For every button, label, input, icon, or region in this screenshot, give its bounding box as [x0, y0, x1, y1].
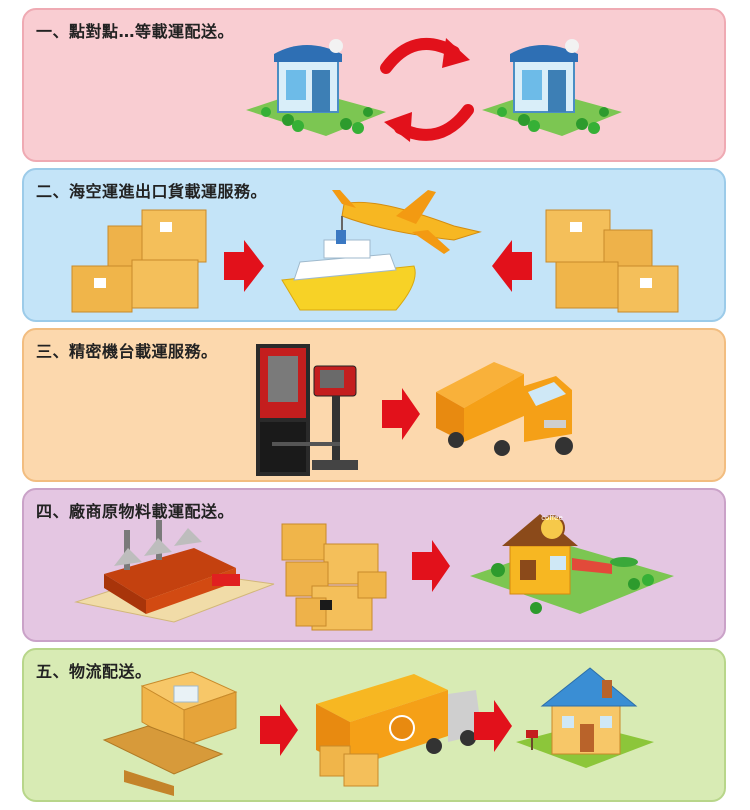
coffee-shop-icon: coffee [470, 514, 674, 614]
open-box-icon [102, 671, 238, 796]
delivery-truck-icon [436, 362, 573, 456]
cnc-machine-icon [256, 344, 358, 476]
exchange-arrows-icon [380, 38, 474, 142]
arrow-left-icon [492, 240, 532, 292]
cargo-truck-icon [316, 674, 482, 787]
coffee-sign: coffee [541, 514, 563, 522]
section-title: 二、海空運進出口貨載運服務。 [36, 182, 268, 201]
arrow-right-icon [382, 388, 420, 440]
store-icon [246, 39, 386, 136]
cardboard-boxes-icon [71, 209, 207, 313]
point-to-point-illustration [246, 38, 622, 142]
section-raw-materials: 四、廠商原物料載運配送。 [22, 488, 726, 642]
airplane-icon [332, 190, 482, 254]
section-precision-machine: 三、精密機台載運服務。 [22, 328, 726, 482]
arrow-right-icon [474, 700, 512, 752]
precision-machine-illustration [256, 344, 573, 476]
cardboard-boxes-icon [545, 209, 679, 313]
section-logistics: 五、物流配送。 [22, 648, 726, 802]
raw-materials-illustration: coffee [74, 514, 674, 631]
section-title: 四、廠商原物料載運配送。 [36, 502, 235, 521]
cardboard-boxes-icon [281, 523, 387, 631]
arrow-right-icon [224, 240, 264, 292]
section-sea-air-freight: 二、海空運進出口貨載運服務。 [22, 168, 726, 322]
section-title: 一、點對點…等載運配送。 [36, 22, 235, 41]
arrow-right-icon [412, 540, 450, 592]
arrow-right-icon [260, 704, 298, 756]
sea-air-illustration [71, 190, 679, 313]
house-icon [516, 667, 654, 768]
factory-icon [74, 520, 275, 623]
cruise-ship-icon [281, 216, 416, 311]
store-icon [482, 39, 622, 136]
section-title: 五、物流配送。 [36, 662, 152, 681]
section-title: 三、精密機台載運服務。 [36, 342, 218, 361]
logistics-illustration [102, 667, 654, 796]
section-point-to-point: 一、點對點…等載運配送。 [22, 8, 726, 162]
